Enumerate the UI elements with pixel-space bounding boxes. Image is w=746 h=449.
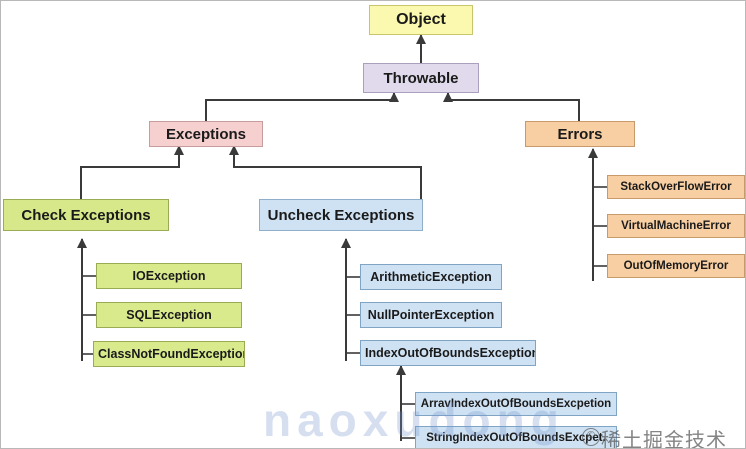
node-virtualmachineerror[interactable]: VirtualMachineError: [607, 214, 745, 238]
node-arrayindexoutofboundsexception-label: ArravIndexOutOfBoundsExcpetion: [420, 398, 612, 410]
node-sqlexception[interactable]: SQLException: [96, 302, 242, 328]
node-object-label: Object: [396, 11, 446, 28]
node-arrayindexoutofboundsexception[interactable]: ArravIndexOutOfBoundsExcpetion: [415, 392, 617, 416]
node-arithmeticexception[interactable]: ArithmeticException: [360, 264, 502, 290]
node-indexoutofboundsexception[interactable]: IndexOutOfBoundsException: [360, 340, 536, 366]
node-arithmeticexception-label: ArithmeticException: [370, 270, 492, 284]
node-classnotfoundexception[interactable]: ClassNotFoundException: [93, 341, 245, 367]
node-throwable-label: Throwable: [383, 69, 459, 87]
node-stackoverflowerror-label: StackOverFlowError: [620, 181, 732, 193]
node-exceptions[interactable]: Exceptions: [149, 121, 263, 147]
node-virtualmachineerror-label: VirtualMachineError: [621, 220, 731, 232]
node-check-exceptions[interactable]: Check Exceptions: [3, 199, 169, 231]
node-object[interactable]: Object: [369, 5, 473, 35]
node-errors[interactable]: Errors: [525, 121, 635, 147]
node-throwable[interactable]: Throwable: [363, 63, 479, 93]
node-stringindexoutofboundsexception[interactable]: StringIndexOutOfBoundsExcpet.: [415, 426, 617, 448]
node-uncheck-exceptions-label: Uncheck Exceptions: [267, 206, 415, 224]
node-uncheck-exceptions[interactable]: Uncheck Exceptions: [259, 199, 423, 231]
node-indexoutofboundsexception-label: IndexOutOfBoundsException: [365, 346, 535, 360]
node-errors-label: Errors: [557, 125, 603, 143]
node-outofmemoryerror[interactable]: OutOfMemoryError: [607, 254, 745, 278]
node-sqlexception-label: SQLException: [126, 308, 212, 322]
node-ioexception[interactable]: IOException: [96, 263, 242, 289]
watermark-chinese: 稀土掘金技术社区: [601, 428, 727, 449]
node-classnotfoundexception-label: ClassNotFoundException: [98, 347, 244, 361]
node-stringindexoutofboundsexception-label: StringIndexOutOfBoundsExcpet.: [426, 432, 606, 444]
node-nullpointerexception-label: NullPointerException: [367, 308, 495, 322]
node-exceptions-label: Exceptions: [165, 125, 247, 143]
node-check-exceptions-label: Check Exceptions: [21, 206, 151, 224]
node-stackoverflowerror[interactable]: StackOverFlowError: [607, 175, 745, 199]
node-nullpointerexception[interactable]: NullPointerException: [360, 302, 502, 328]
node-outofmemoryerror-label: OutOfMemoryError: [623, 260, 729, 272]
node-ioexception-label: IOException: [132, 269, 206, 283]
